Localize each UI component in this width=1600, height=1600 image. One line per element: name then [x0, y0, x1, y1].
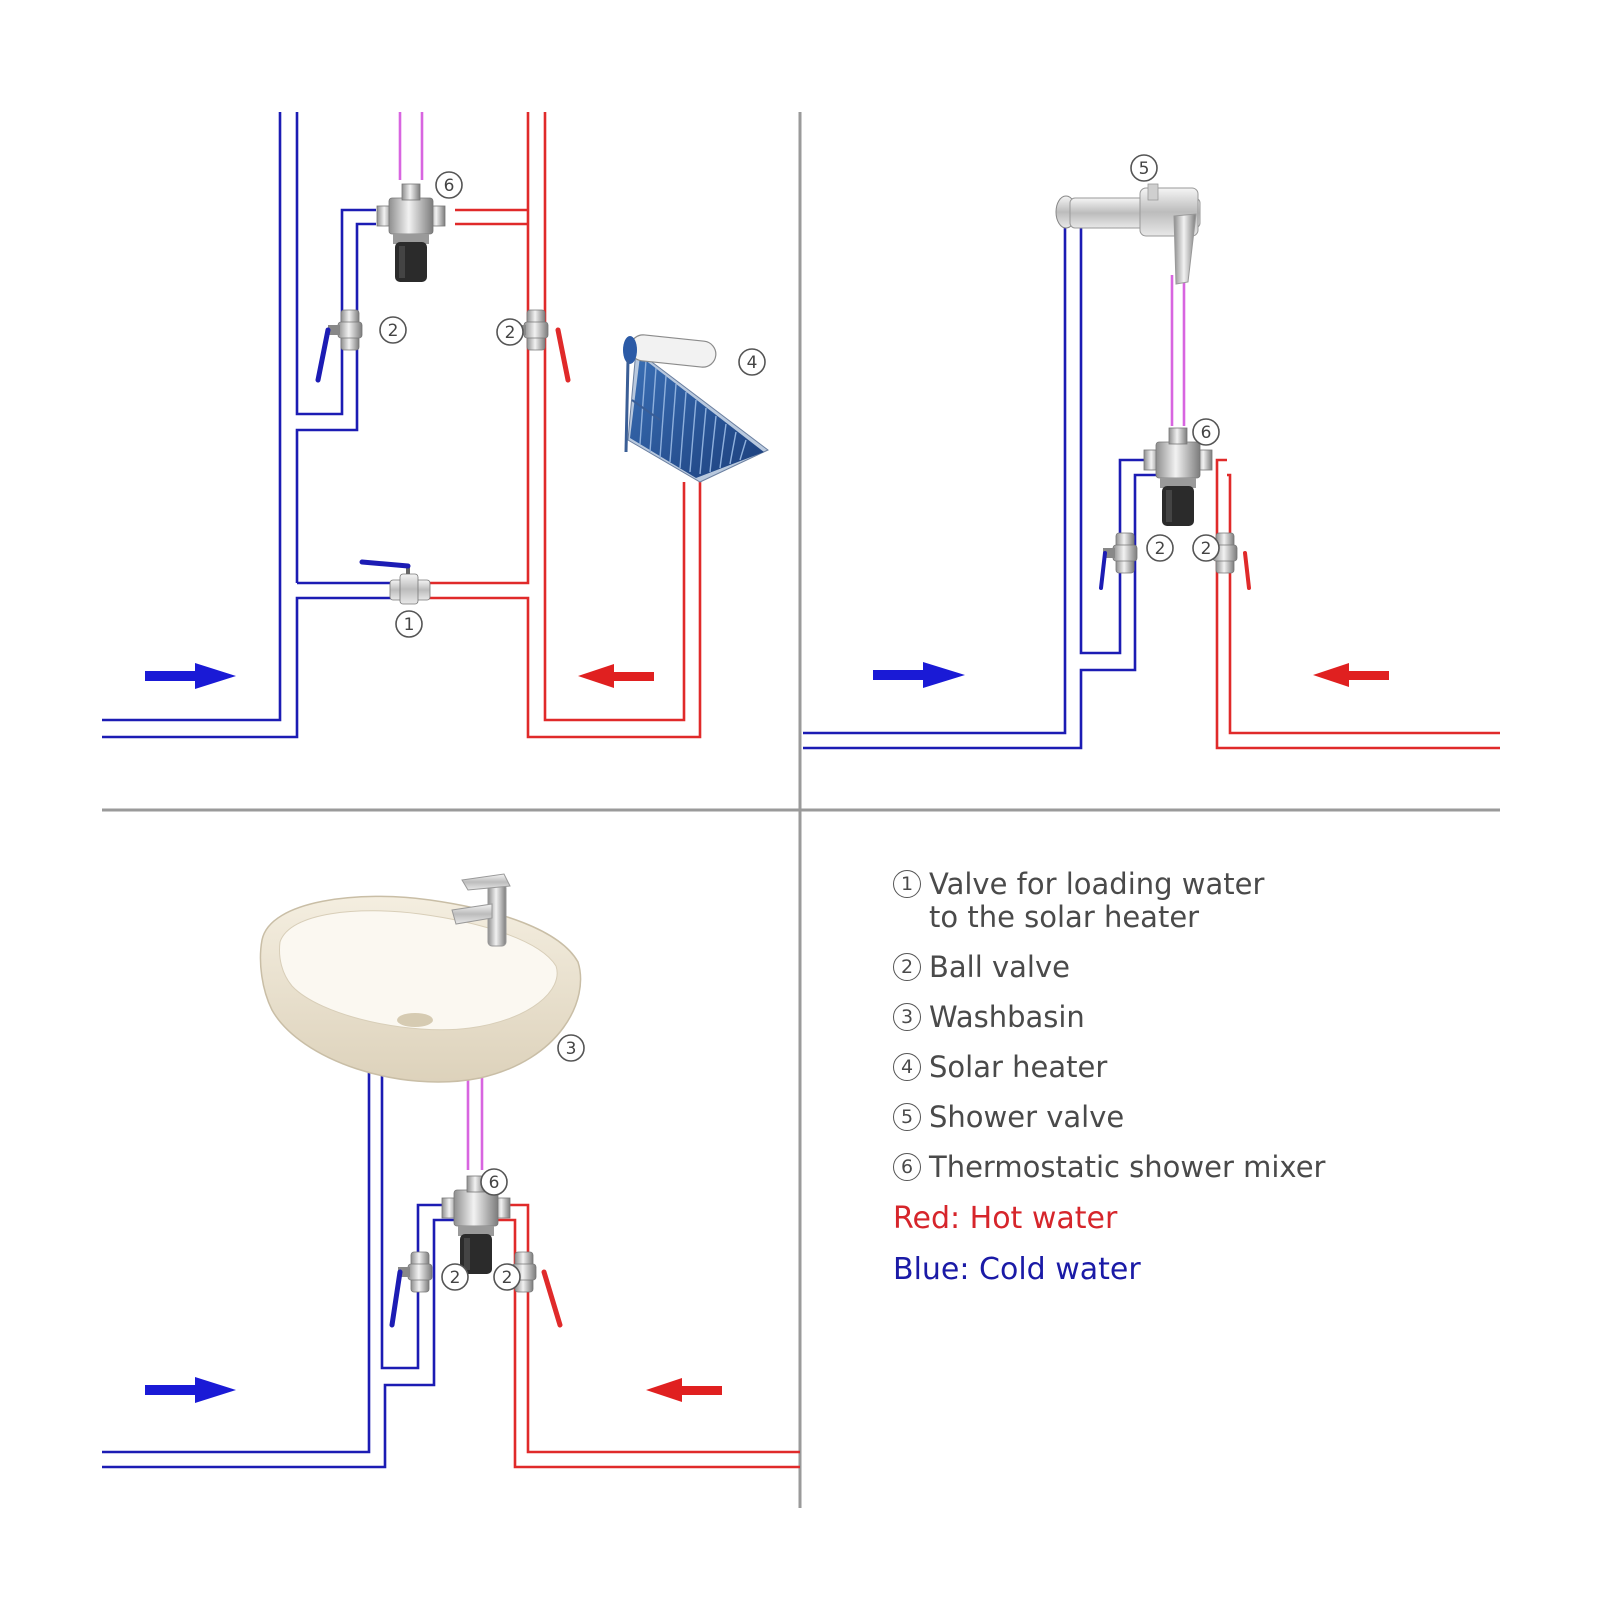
ball-valve-icon	[397, 1251, 433, 1293]
callout-6: 6	[444, 176, 455, 196]
legend-label: Valve for loading water	[929, 867, 1265, 901]
ball-valve-icon	[1102, 532, 1138, 574]
faucet-icon	[451, 873, 511, 947]
shower-valve-icon	[1055, 183, 1201, 285]
flow-arrow-icon	[873, 662, 965, 688]
legend-number: 3	[893, 1003, 921, 1031]
callout-2: 2	[1201, 539, 1212, 559]
callout-6: 6	[489, 1173, 500, 1193]
solar-heater-icon	[623, 334, 769, 483]
ball-valve-icon	[359, 559, 431, 605]
ball-valve-handle	[555, 327, 571, 383]
callout-2: 2	[388, 321, 399, 341]
callout-3: 3	[566, 1039, 577, 1059]
legend-label: Solar heater	[929, 1050, 1108, 1084]
callout-2: 2	[505, 323, 516, 343]
legend-item: 2 Ball valve	[893, 951, 1573, 984]
panel-shower-system	[803, 228, 1500, 750]
legend-item: 1 Valve for loading water to the solar h…	[893, 868, 1573, 934]
legend-label: Thermostatic shower mixer	[929, 1150, 1326, 1184]
legend-number: 4	[893, 1053, 921, 1081]
ball-valve-handle	[389, 1269, 403, 1328]
flow-arrow-icon	[646, 1378, 722, 1402]
washbasin-icon	[259, 873, 582, 1083]
legend-number: 2	[893, 953, 921, 981]
legend: 1 Valve for loading water to the solar h…	[893, 868, 1573, 1303]
callout-6: 6	[1201, 423, 1212, 443]
callout-2: 2	[502, 1268, 513, 1288]
legend-label: Shower valve	[929, 1100, 1125, 1134]
callouts	[379, 154, 1220, 1291]
legend-item: 5 Shower valve	[893, 1101, 1573, 1134]
legend-label-continued: to the solar heater	[929, 900, 1200, 934]
legend-key-hot: Red: Hot water	[893, 1201, 1118, 1236]
callout-2: 2	[1155, 539, 1166, 559]
flow-arrow-icon	[145, 663, 236, 689]
legend-number: 6	[893, 1153, 921, 1181]
legend-label: Ball valve	[929, 950, 1070, 984]
legend-item: 6 Thermostatic shower mixer	[893, 1151, 1573, 1184]
panel-solar-system	[102, 112, 702, 739]
ball-valve-handle	[1243, 551, 1251, 590]
legend-label: Washbasin	[929, 1000, 1085, 1034]
legend-number: 1	[893, 870, 921, 898]
callout-4: 4	[747, 353, 758, 373]
legend-item: 3 Washbasin	[893, 1001, 1573, 1034]
callout-5: 5	[1139, 159, 1150, 179]
panel-washbasin-system	[102, 1062, 800, 1469]
thermostatic-mixer-icon	[376, 183, 446, 283]
ball-valve-handle	[315, 327, 331, 383]
ball-valve-handle	[1099, 551, 1107, 590]
flow-arrow-icon	[145, 1377, 236, 1403]
legend-item: 4 Solar heater	[893, 1051, 1573, 1084]
legend-key-cold: Blue: Cold water	[893, 1252, 1141, 1287]
flow-arrow-icon	[1313, 663, 1389, 687]
callout-1: 1	[404, 615, 415, 635]
callout-2: 2	[450, 1268, 461, 1288]
ball-valve-handle	[541, 1269, 563, 1328]
legend-number: 5	[893, 1103, 921, 1131]
flow-arrow-icon	[578, 664, 654, 688]
ball-valve-icon	[327, 309, 363, 351]
